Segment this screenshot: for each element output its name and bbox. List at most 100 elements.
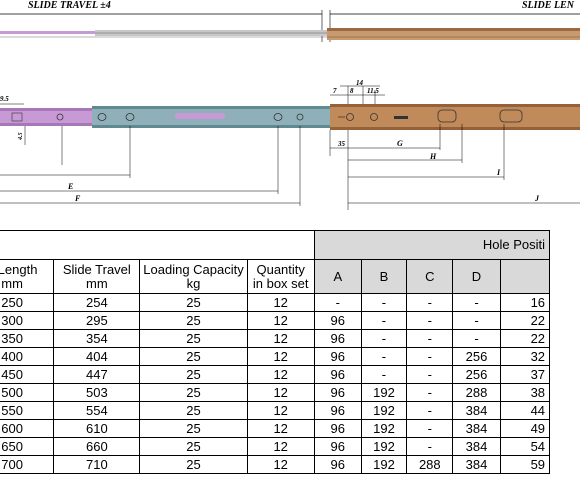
col-header-slide-travel: Slide Travel mm: [53, 259, 141, 294]
table-cell: -: [406, 293, 454, 312]
table-cell: 447: [53, 365, 141, 384]
table-cell: 610: [53, 419, 141, 438]
table-cell: -: [406, 383, 454, 402]
svg-text:11.5: 11.5: [367, 87, 379, 95]
table-cell: -: [360, 293, 408, 312]
table-cell: 25: [139, 401, 248, 420]
table-cell: -: [313, 293, 362, 312]
slide-length-header: SLIDE LEN: [522, 0, 575, 11]
table-cell: 25: [139, 383, 248, 402]
table-cell: -: [360, 347, 408, 366]
svg-text:F: F: [74, 194, 81, 203]
table-cell: -: [406, 365, 454, 384]
table-cell: 354: [53, 329, 141, 348]
table-cell: -: [406, 437, 454, 456]
table-cell: 54: [499, 437, 551, 456]
svg-text:G: G: [397, 139, 403, 148]
table-cell: 96: [313, 437, 362, 456]
table-cell: 96: [313, 419, 362, 438]
col-header-quantity: Quantity in box set: [246, 259, 315, 294]
table-cell: 96: [313, 347, 362, 366]
table-cell: 256: [452, 365, 501, 384]
table-cell: 25: [139, 455, 248, 474]
col-header-b: B: [360, 259, 408, 294]
table-cell: 96: [313, 383, 362, 402]
table-cell: 700: [0, 455, 55, 474]
table-cell: 650: [0, 437, 55, 456]
table-cell: -: [360, 329, 408, 348]
table-cell: 12: [246, 419, 315, 438]
table-cell: 384: [452, 401, 501, 420]
table-cell: 288: [406, 455, 454, 474]
table-cell: 22: [499, 311, 551, 330]
table-cell: 192: [360, 419, 408, 438]
svg-text:9.5: 9.5: [0, 95, 9, 103]
table-cell: 12: [246, 347, 315, 366]
table-cell: 192: [360, 401, 408, 420]
svg-text:4.5: 4.5: [18, 133, 24, 142]
svg-text:E: E: [67, 182, 73, 191]
table-cell: -: [406, 347, 454, 366]
table-cell: 256: [452, 347, 501, 366]
table-cell: 384: [452, 419, 501, 438]
table-cell: 25: [139, 347, 248, 366]
table-cell: 12: [246, 365, 315, 384]
table-cell: -: [406, 419, 454, 438]
table-cell: 96: [313, 401, 362, 420]
table-cell: -: [452, 311, 501, 330]
table-cell: 12: [246, 437, 315, 456]
table-cell: 38: [499, 383, 551, 402]
table-cell: 500: [0, 383, 55, 402]
table-cell: 12: [246, 383, 315, 402]
table-cell: 254: [53, 293, 141, 312]
table-cell: -: [406, 311, 454, 330]
table-cell: 12: [246, 401, 315, 420]
table-cell: 49: [499, 419, 551, 438]
spec-table: Hole Positi e Length mm Slide Travel mm …: [0, 230, 551, 474]
svg-text:14: 14: [356, 79, 364, 87]
table-cell: 59: [499, 455, 551, 474]
svg-text:7: 7: [333, 87, 337, 95]
table-cell: 192: [360, 437, 408, 456]
col-header-e: [499, 259, 551, 294]
table-cell: 288: [452, 383, 501, 402]
table-cell: 300: [0, 311, 55, 330]
table-cell: 32: [499, 347, 551, 366]
table-cell: 12: [246, 455, 315, 474]
table-cell: 16: [499, 293, 551, 312]
table-cell: -: [452, 293, 501, 312]
table-cell: 554: [53, 401, 141, 420]
table-cell: -: [406, 329, 454, 348]
outer-member: [330, 104, 580, 130]
slide-front-view: [0, 104, 580, 130]
table-cell: 96: [313, 455, 362, 474]
svg-text:I: I: [496, 168, 501, 177]
table-cell: 400: [0, 347, 55, 366]
table-cell: 12: [246, 329, 315, 348]
table-cell: 192: [360, 455, 408, 474]
col-header-d: D: [452, 259, 501, 294]
table-cell: 44: [499, 401, 551, 420]
table-cell: 25: [139, 365, 248, 384]
table-cell: -: [360, 365, 408, 384]
table-cell: 404: [53, 347, 141, 366]
svg-text:35: 35: [337, 140, 346, 148]
table-cell: 25: [139, 311, 248, 330]
table-cell: 96: [313, 365, 362, 384]
table-cell: 96: [313, 329, 362, 348]
table-cell: -: [406, 401, 454, 420]
table-cell: 25: [139, 419, 248, 438]
table-cell: 25: [139, 293, 248, 312]
slide-side-view: [0, 28, 580, 40]
slide-travel-header: SLIDE TRAVEL ±4: [28, 0, 111, 11]
svg-text:8: 8: [350, 87, 354, 95]
table-cell: 550: [0, 401, 55, 420]
svg-text:H: H: [429, 152, 437, 161]
col-header-loading-capacity: Loading Capacity kg: [139, 259, 248, 294]
